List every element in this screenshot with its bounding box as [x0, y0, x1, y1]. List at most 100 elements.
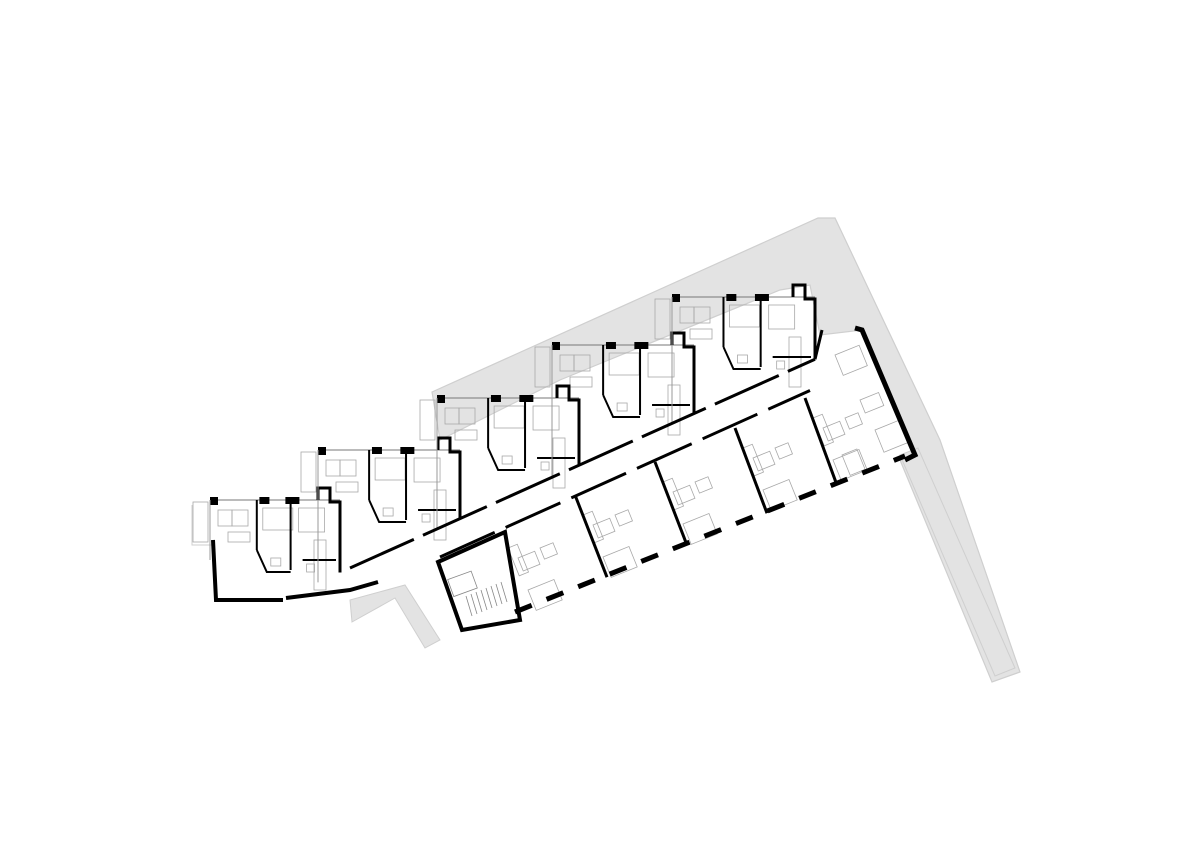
- furniture-item: [768, 304, 796, 330]
- furniture-item: [693, 306, 711, 324]
- bathroom-wall: [602, 394, 641, 418]
- stair-step: [490, 585, 498, 607]
- wall-pier: [318, 447, 326, 455]
- furniture-item: [573, 354, 591, 372]
- wall-pier: [371, 447, 382, 454]
- site-ground-south: [349, 584, 441, 649]
- furniture-item: [552, 437, 566, 489]
- bathroom-wall: [487, 447, 526, 471]
- furniture-item: [298, 507, 326, 533]
- room-partition-3: [733, 427, 769, 514]
- end-unit-wall: [813, 329, 824, 360]
- furniture-item: [822, 420, 846, 442]
- furniture-item: [689, 328, 713, 340]
- room-partition-2: [653, 461, 689, 546]
- furniture-item: [539, 542, 558, 560]
- stair-step: [480, 589, 488, 611]
- wall-pier: [634, 342, 649, 349]
- furniture-item: [532, 405, 560, 431]
- balcony: [654, 298, 671, 340]
- site-grounds: [191, 217, 1021, 683]
- furniture-item: [335, 481, 359, 493]
- furniture-item: [325, 459, 341, 477]
- furniture-item: [694, 476, 713, 494]
- balcony: [419, 399, 436, 441]
- furniture-item: [841, 448, 866, 476]
- north-unit-4: [551, 331, 696, 478]
- wall-pier: [285, 497, 300, 504]
- site-ground-east: [899, 447, 1016, 677]
- corridor-wall-south: [439, 389, 811, 559]
- wall-pier: [726, 294, 737, 301]
- furniture-item: [844, 412, 863, 430]
- north-unit-3: [436, 384, 581, 529]
- furniture-item: [227, 531, 251, 543]
- bathroom-wall: [368, 499, 407, 523]
- furniture-item: [374, 457, 406, 481]
- outer-wall-southwest: [285, 580, 379, 600]
- furniture-item: [647, 352, 675, 378]
- room-partition-1: [573, 494, 609, 578]
- furniture-item: [682, 512, 718, 545]
- side-wall-right: [555, 384, 581, 466]
- south-room-1-furniture: [507, 542, 563, 611]
- south-room-5-furniture: [812, 412, 868, 481]
- side-wall-right: [436, 436, 462, 519]
- furniture-item: [672, 484, 696, 506]
- wall-pier: [519, 395, 534, 402]
- furniture-item: [382, 507, 394, 517]
- furniture-item: [667, 384, 681, 436]
- furniture-item: [655, 408, 665, 418]
- furniture-item: [774, 442, 793, 460]
- furniture-item: [413, 457, 441, 483]
- stair-step: [485, 587, 493, 609]
- furniture-item: [616, 402, 628, 412]
- walls-layer: [209, 283, 919, 633]
- wall-pier: [210, 497, 218, 505]
- elevator: [447, 570, 478, 598]
- furniture-item: [859, 391, 885, 414]
- outer-wall-east: [854, 325, 919, 463]
- balcony: [300, 451, 317, 493]
- furniture-item: [527, 578, 563, 611]
- stair-core: [435, 529, 523, 633]
- outer-wall-south: [514, 453, 906, 615]
- furniture-item: [306, 563, 316, 573]
- furniture-item: [517, 550, 541, 572]
- furniture-item: [776, 360, 786, 370]
- furniture-item: [433, 489, 447, 541]
- furniture-item: [614, 509, 633, 527]
- furniture-item: [421, 513, 431, 523]
- stair-step: [495, 583, 503, 605]
- furniture-item: [313, 539, 327, 591]
- furniture-item: [231, 509, 249, 527]
- corridor-wall-north: [349, 357, 816, 570]
- stair-step: [500, 581, 508, 603]
- furniture-item: [262, 507, 294, 531]
- wall-pier: [259, 497, 270, 504]
- outer-wall-west: [211, 539, 283, 602]
- furniture-item: [729, 304, 760, 328]
- furniture-item: [458, 407, 476, 425]
- furniture-item: [569, 376, 593, 388]
- furniture-item: [592, 517, 616, 539]
- wall-pier: [605, 342, 616, 349]
- wall-pier: [754, 294, 769, 301]
- stair-step: [475, 591, 483, 613]
- wall-pier: [437, 395, 445, 403]
- balcony-outline: [191, 505, 212, 546]
- furniture-item: [339, 459, 357, 477]
- furniture-item: [752, 450, 776, 472]
- furniture-item: [507, 543, 530, 577]
- furniture-item: [217, 509, 233, 527]
- stair-core-walls: [435, 529, 523, 633]
- stair-step: [465, 595, 473, 617]
- north-unit-5: [671, 283, 817, 424]
- furniture-item: [454, 429, 478, 441]
- side-wall-right: [791, 283, 817, 360]
- furniture-item: [834, 344, 868, 376]
- wall-pier: [400, 447, 415, 454]
- furniture-item: [602, 545, 638, 578]
- furniture-item: [832, 448, 868, 481]
